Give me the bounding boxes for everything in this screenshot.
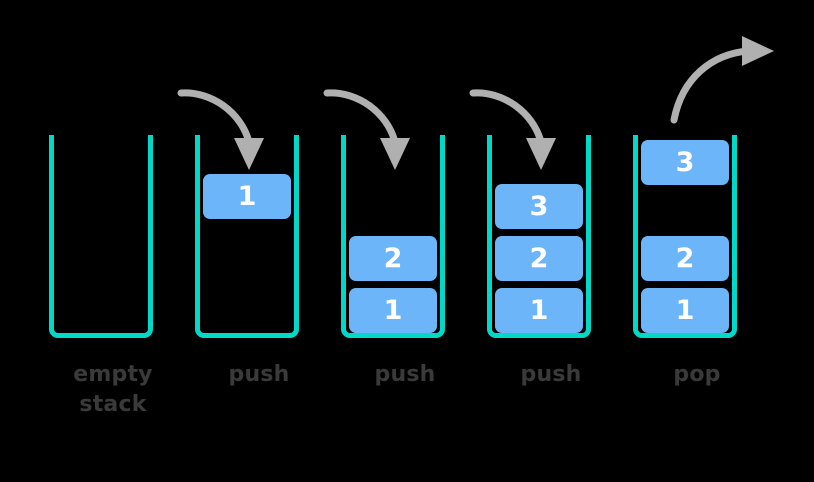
stack-caption: empty stack [40, 360, 186, 420]
stack-caption-line1: push [520, 362, 582, 387]
stack-box: 1 [495, 288, 583, 333]
stack-column-push-2: 2 1 push [323, 0, 478, 482]
stack-caption-line1: pop [673, 362, 721, 387]
stack-column-pop: 3 2 1 pop [624, 0, 774, 482]
stack-caption: push [186, 360, 332, 390]
stack-box: 2 [349, 236, 437, 281]
stack-box: 1 [203, 174, 291, 219]
stack-box: 2 [495, 236, 583, 281]
stack-box: 1 [641, 288, 729, 333]
stack-caption: push [332, 360, 478, 390]
stack-column-push-3: 3 2 1 push [469, 0, 624, 482]
stack-container [487, 135, 591, 338]
stack-container [195, 135, 299, 338]
stack-box: 2 [641, 236, 729, 281]
stack-caption-line2: stack [79, 392, 147, 417]
stack-box: 1 [349, 288, 437, 333]
stack-box: 3 [495, 184, 583, 229]
stack-container [49, 135, 153, 338]
stack-container [633, 135, 737, 338]
stack-container [341, 135, 445, 338]
stack-caption-line1: push [228, 362, 290, 387]
stack-column-push-1: 1 push [177, 0, 332, 482]
stack-caption-line1: push [374, 362, 436, 387]
stack-column-empty-stack: empty stack [40, 0, 186, 482]
stack-caption-line1: empty [73, 362, 153, 387]
stack-caption: push [478, 360, 624, 390]
stack-box: 3 [641, 140, 729, 185]
stack-caption: pop [624, 360, 770, 390]
